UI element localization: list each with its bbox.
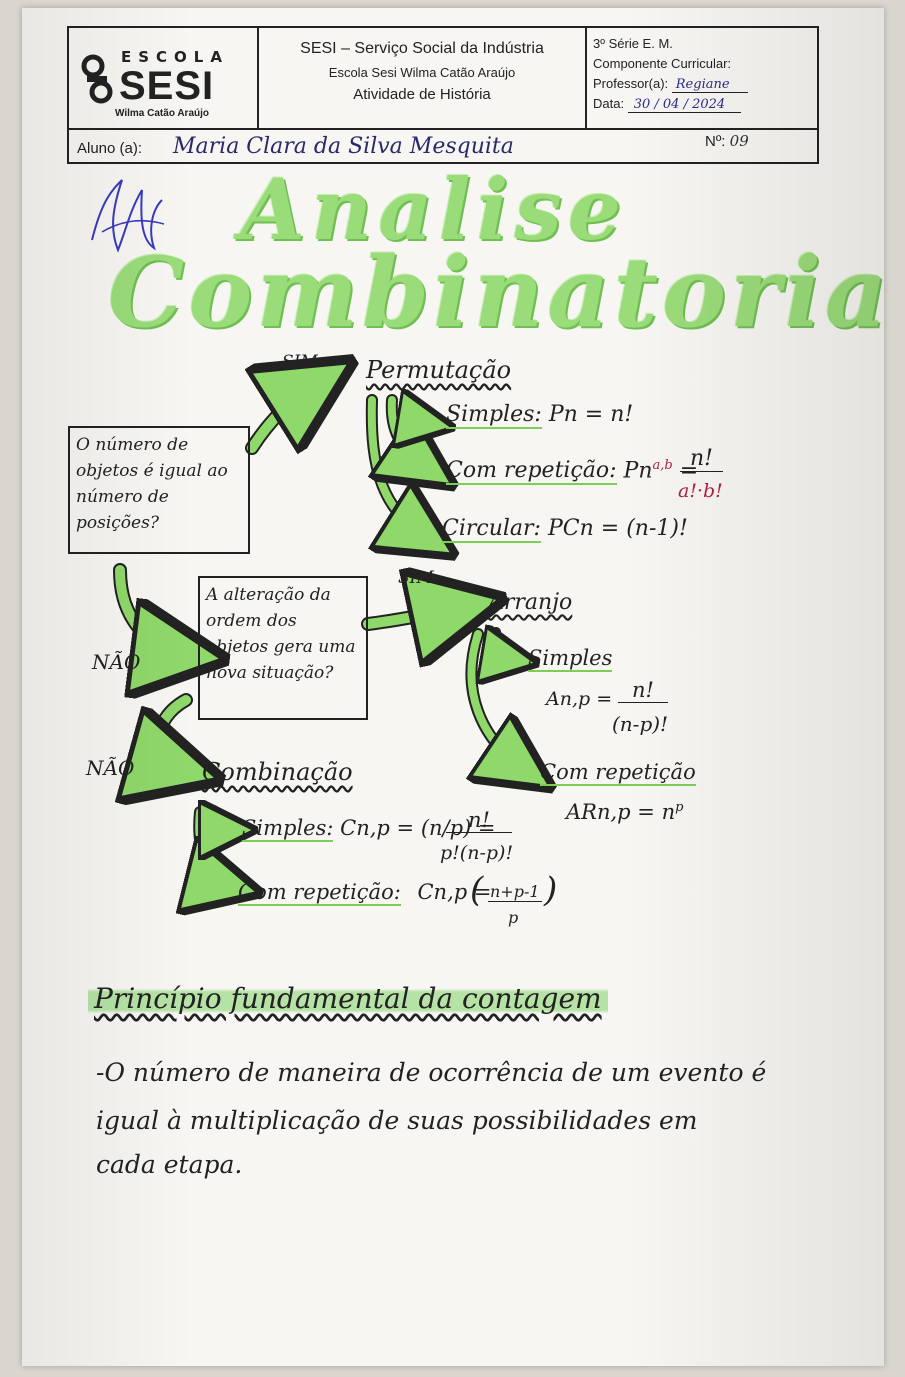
date-value: 30 / 04 / 2024 [627, 97, 742, 113]
title-line2: Combinatoria [108, 236, 892, 349]
arranjo-repeticao-label: Com repetição [540, 760, 696, 786]
arranjo-repeticao-text: Com repetição [540, 760, 696, 786]
header-divider [257, 28, 259, 128]
arranjo-repeticao-formula: ARn,p = np [566, 800, 683, 824]
arranjo-title: Arranjo [488, 590, 573, 615]
date-label: Data: [593, 96, 625, 111]
combinacao-simples-numerator: n! [446, 808, 512, 833]
professor-value: Regiane [671, 77, 748, 93]
combinacao-repeticao-lhs: Cn,p = [417, 880, 492, 904]
institution-name: SESI – Serviço Social da Indústria [300, 40, 544, 57]
logo-escola-text: ESCOLA [121, 48, 229, 66]
arranjo-simples-text: Simples [528, 646, 613, 672]
sim-label: SIM [398, 568, 434, 588]
sim-label: SIM [282, 352, 318, 372]
header-top-row [69, 28, 817, 130]
permutacao-repeticao-denominator: a!·b! [678, 480, 723, 502]
principio-line: -O número de maneira de ocorrência de um… [96, 1058, 767, 1087]
header-divider [585, 28, 587, 128]
combinacao-simples-binomial: (n/p) = [420, 816, 496, 840]
permutacao-circular-label: Circular: [442, 516, 541, 543]
permutacao-repeticao: Com repetição: Pna,b = [446, 458, 699, 486]
question-box-objects-positions: O número de objetos é igual ao número de… [68, 426, 250, 554]
combinacao-repeticao-denominator: p [508, 908, 519, 927]
school-name: Escola Sesi Wilma Catão Araújo [328, 65, 516, 80]
componente-label: Componente Curricular: [593, 56, 732, 71]
combinacao-simples-lhs: Cn,p = [340, 816, 415, 840]
combinacao-paren-open-icon: ( [470, 870, 484, 910]
combinacao-paren-close-icon: ) [544, 870, 558, 910]
question-text: A alteração da ordem dos objetos gera um… [206, 585, 356, 683]
header-box: ESCOLA SESI Wilma Catão Araújo SESI – Se… [67, 26, 819, 164]
numero-label: Nº: [705, 133, 726, 150]
serie-label: 3º Série E. M. [593, 36, 673, 51]
nao-label: NÃO [86, 756, 135, 780]
combinacao-simples: Simples: Cn,p = (n/p) = [242, 816, 496, 842]
principio-line: cada etapa. [96, 1150, 243, 1179]
signature-scribble-icon [91, 179, 165, 253]
permutacao-repeticao-lhs: Pn [623, 458, 653, 484]
combinacao-repeticao-numerator: n+p-1 [488, 882, 542, 902]
arranjo-simples-denominator: (n-p)! [612, 712, 669, 736]
permutacao-circular-formula: PCn = (n-1)! [547, 516, 688, 541]
permutacao-simples-formula: Pn = n! [548, 402, 634, 427]
teacher-signature [82, 170, 172, 270]
question-text: O número de objetos é igual ao número de… [76, 435, 228, 533]
numero-value: 09 [729, 132, 749, 150]
arranjo-simples-lhs: An,p = [546, 688, 613, 710]
permutacao-repeticao-sup: a,b [652, 458, 673, 473]
permutacao-repeticao-numerator: n! [680, 446, 724, 472]
combinacao-simples-label: Simples: [242, 816, 334, 842]
activity-title: Atividade de História [353, 86, 491, 103]
sesi-logo-icon [81, 54, 113, 104]
logo-sesi-text: SESI [119, 64, 215, 108]
numero-row: Nº: 09 [705, 132, 749, 150]
permutacao-simples-label: Simples: [446, 402, 542, 429]
title-line1: Analise [240, 160, 628, 259]
permutacao-title: Permutação [366, 356, 512, 384]
nao-label: NÃO [92, 650, 141, 674]
permutacao-circular: Circular: PCn = (n-1)! [442, 516, 688, 543]
principio-title: Princípio fundamental da contagem [88, 982, 608, 1015]
logo-subtitle: Wilma Catão Araújo [115, 108, 209, 119]
professor-label: Professor(a): [593, 76, 669, 91]
permutacao-simples: Simples: Pn = n! [446, 402, 634, 429]
arranjo-repeticao-base: ARn,p = n [566, 800, 676, 824]
arranjo-simples-numerator: n! [618, 678, 668, 703]
arranjo-simples-label: Simples [528, 646, 613, 672]
aluno-name: Maria Clara da Silva Mesquita [173, 134, 514, 159]
question-box-order-change: A alteração da ordem dos objetos gera um… [198, 576, 368, 720]
date-row: Data: 30 / 04 / 2024 [593, 96, 742, 113]
combinacao-title: Combinação [202, 758, 353, 786]
arranjo-repeticao-exp: p [675, 800, 684, 815]
combinacao-repeticao-label: Com repetição: [238, 880, 401, 906]
professor-row: Professor(a): Regiane [593, 76, 748, 93]
combinacao-repeticao: Com repetição: Cn,p = [238, 880, 492, 906]
combinacao-simples-denominator: p!(n-p)! [440, 842, 514, 864]
aluno-label: Aluno (a): [77, 140, 143, 157]
permutacao-repeticao-label: Com repetição: [446, 458, 617, 486]
principio-line: igual à multiplicação de suas possibilid… [96, 1106, 698, 1135]
